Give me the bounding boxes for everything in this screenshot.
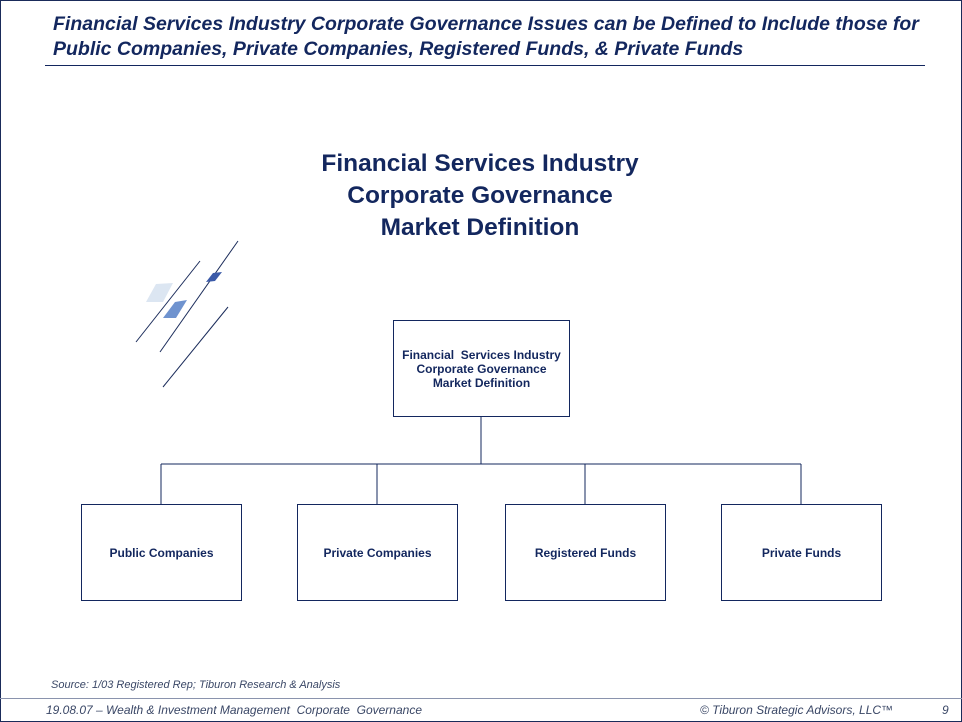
- diagram-heading-line-3: Market Definition: [380, 214, 580, 241]
- child-node-public-companies: Public Companies: [81, 504, 242, 601]
- footer-copyright: © Tiburon Strategic Advisors, LLC™: [700, 703, 894, 717]
- root-node-line-1: Financial Services Industry: [402, 347, 561, 362]
- root-node-box: Financial Services Industry Corporate Go…: [393, 320, 570, 417]
- diagram-heading-line-2: Corporate Governance: [347, 182, 613, 209]
- diagram-heading: Financial Services Industry Corporate Go…: [230, 148, 730, 244]
- child-node-label: Registered Funds: [534, 545, 637, 560]
- child-node-label: Private Funds: [761, 545, 842, 560]
- title-divider: [45, 65, 925, 66]
- slide-title: Financial Services Industry Corporate Go…: [53, 13, 919, 60]
- child-node-private-companies: Private Companies: [297, 504, 458, 601]
- child-node-label: Private Companies: [323, 545, 432, 560]
- child-node-registered-funds: Registered Funds: [505, 504, 666, 601]
- page-number: 9: [942, 703, 949, 717]
- source-note: Source: 1/03 Registered Rep; Tiburon Res…: [51, 679, 341, 691]
- child-node-label: Public Companies: [109, 545, 214, 560]
- diagram-heading-line-1: Financial Services Industry: [321, 150, 639, 177]
- root-node-line-2: Corporate Governance: [416, 361, 547, 376]
- root-node-line-3: Market Definition: [432, 375, 531, 390]
- decorative-slash-lines-icon: [135, 240, 239, 388]
- footer-divider: [0, 698, 962, 699]
- footer-left-text: 19.08.07 – Wealth & Investment Managemen…: [46, 703, 422, 717]
- child-node-private-funds: Private Funds: [721, 504, 882, 601]
